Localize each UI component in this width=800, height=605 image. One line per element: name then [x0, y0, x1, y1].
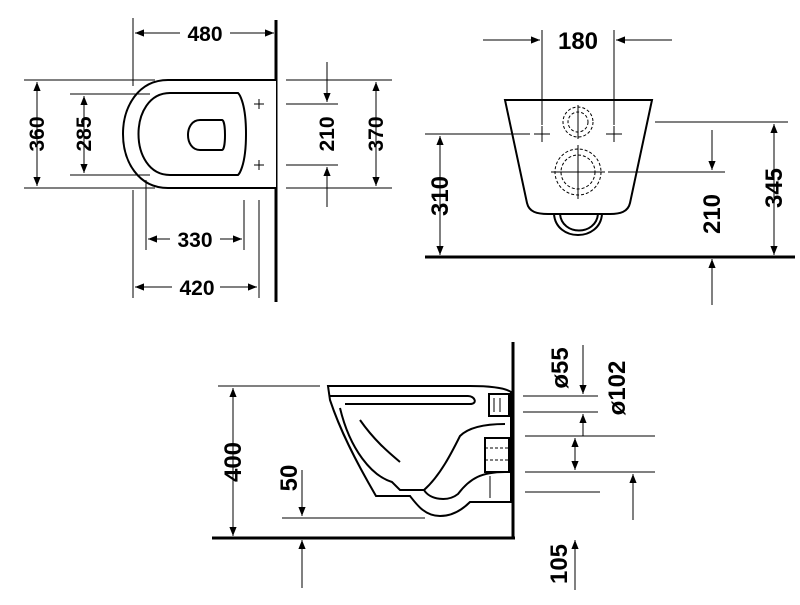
dim-330: 330	[177, 229, 212, 252]
dim-285: 285	[73, 116, 96, 151]
side-view-bowl-outline	[326, 385, 512, 518]
top-view-bowl-outline	[122, 79, 276, 189]
dim-370: 370	[365, 116, 388, 151]
front-view-outlet	[553, 213, 603, 236]
dim-480: 480	[187, 23, 222, 46]
dim-diam-55: ø55	[547, 347, 574, 388]
dim-345: 345	[761, 168, 788, 208]
dim-420: 420	[179, 277, 214, 300]
dim-105: 105	[546, 544, 573, 584]
dim-180: 180	[558, 28, 598, 55]
dim-360: 360	[26, 116, 49, 151]
top-view: 480 360 285 210 370 330 420	[24, 18, 392, 302]
outlet-connector	[484, 437, 510, 473]
dim-diam-102: ø102	[604, 361, 631, 416]
dim-210-front: 210	[699, 194, 726, 234]
dim-210-top: 210	[316, 116, 339, 151]
dim-50: 50	[276, 465, 303, 492]
top-view-seat-outline	[137, 92, 248, 176]
top-view-bowl-opening	[187, 119, 226, 151]
fixing-mark-icon	[254, 99, 264, 170]
side-view: 400 50 ø55 ø102 105	[212, 342, 655, 590]
side-view-bowl-inner	[339, 407, 506, 491]
fixing-cross-icon	[534, 126, 622, 142]
front-view: 180 310 210 345	[425, 28, 795, 305]
inlet-connector	[488, 393, 510, 417]
dim-400: 400	[220, 442, 247, 482]
dim-310: 310	[427, 176, 454, 216]
